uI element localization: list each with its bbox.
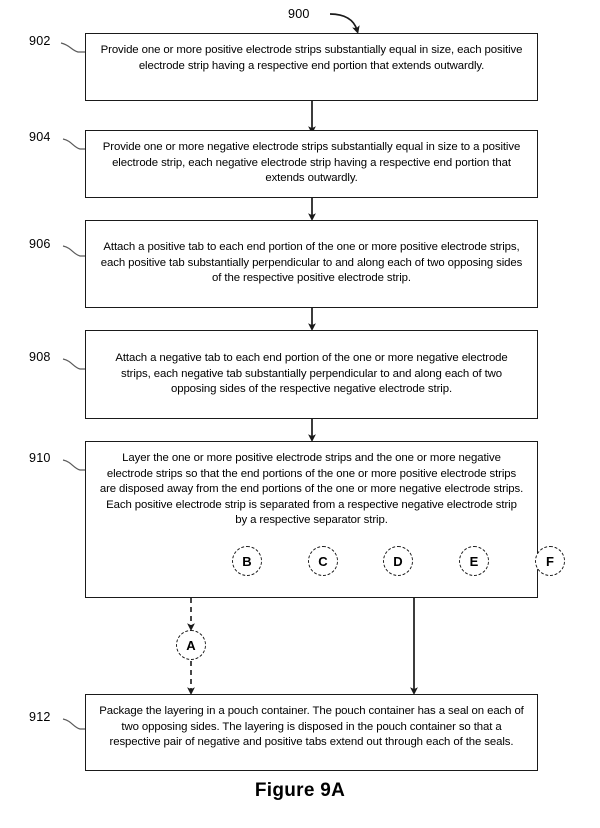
step-box-902[interactable]: Provide one or more positive electrode s… — [85, 33, 538, 101]
connector-c[interactable]: C — [308, 546, 338, 576]
diagram-number-leader-arrow — [329, 13, 360, 34]
step-box-912[interactable]: Package the layering in a pouch containe… — [85, 694, 538, 771]
connector-b-label: B — [242, 553, 252, 569]
connector-d-label: D — [393, 553, 403, 569]
leader-line-912 — [62, 718, 87, 730]
connector-a[interactable]: A — [176, 630, 206, 660]
leader-line-904 — [62, 138, 87, 150]
step-box-902-text: Provide one or more positive electrode s… — [100, 44, 523, 72]
ref-numeral-912: 912 — [29, 710, 51, 724]
connector-e[interactable]: E — [459, 546, 489, 576]
leader-line-908 — [62, 358, 87, 370]
step-box-910[interactable]: Layer the one or more positive electrode… — [85, 441, 565, 598]
ref-numeral-904: 904 — [29, 130, 51, 144]
step-box-910-text: Layer the one or more positive electrode… — [99, 452, 524, 527]
leader-line-906 — [62, 245, 87, 257]
connector-e-label: E — [469, 553, 479, 569]
step-box-908-text: Attach a negative tab to each end portio… — [115, 352, 508, 396]
leader-line-902 — [60, 42, 86, 53]
ref-numeral-902: 902 — [29, 34, 51, 48]
connector-c-label: C — [318, 553, 328, 569]
ref-numeral-910: 910 — [29, 451, 51, 465]
step-box-908[interactable]: Attach a negative tab to each end portio… — [85, 330, 538, 419]
connector-f-label: F — [546, 553, 554, 569]
ref-numeral-906: 906 — [29, 237, 51, 251]
ref-numeral-908: 908 — [29, 350, 51, 364]
step-box-906[interactable]: Attach a positive tab to each end portio… — [85, 220, 538, 308]
diagram-number-900: 900 — [288, 7, 310, 21]
connector-b[interactable]: B — [232, 546, 262, 576]
figure-caption: Figure 9A — [254, 780, 346, 801]
connector-f[interactable]: F — [535, 546, 565, 576]
step-box-912-text: Package the layering in a pouch containe… — [99, 705, 524, 749]
leader-line-910 — [62, 459, 87, 471]
step-910-connector-row: B C D E F — [86, 546, 565, 582]
connector-a-label: A — [186, 637, 196, 653]
connector-d[interactable]: D — [383, 546, 413, 576]
step-box-904-text: Provide one or more negative electrode s… — [102, 141, 521, 185]
step-box-906-text: Attach a positive tab to each end portio… — [100, 241, 523, 285]
step-box-904[interactable]: Provide one or more negative electrode s… — [85, 130, 538, 198]
